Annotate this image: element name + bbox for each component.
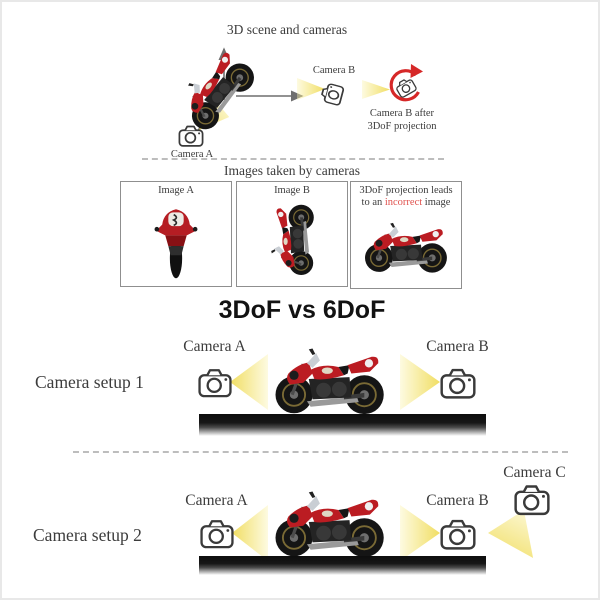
setup1-camera-b-cone (400, 354, 440, 410)
image-a-label: Image A (158, 185, 194, 196)
setup2-camera-a-icon (200, 519, 234, 549)
setup1-camera-b-icon (440, 368, 476, 399)
setup1-ground (199, 414, 486, 436)
rotation-arrow-icon (389, 64, 423, 102)
incorrect-word: incorrect (384, 197, 423, 208)
setup2-label: Camera setup 2 (33, 525, 142, 545)
setup2-ground (199, 556, 486, 575)
motorcycle-front-view (153, 205, 199, 281)
scene-title: 3D scene and cameras (226, 22, 348, 37)
setup1-camera-a-cone (230, 354, 268, 410)
dashed-divider-bottom (73, 451, 568, 453)
camera-b-after-label: Camera B after 3DoF projection (367, 108, 437, 132)
setup2-camera-c-icon (514, 484, 550, 516)
images-section-title: Images taken by cameras (223, 163, 361, 178)
setup2-camera-a-cone (232, 505, 268, 561)
setup1-label: Camera setup 1 (35, 372, 144, 392)
dashed-divider-top (142, 158, 444, 160)
camera-a-label: Camera A (170, 149, 214, 160)
incorrect-image-label: 3DoF projection leads to an incorrect im… (359, 185, 453, 208)
setup2-motorcycle (264, 485, 398, 559)
camera-a-icon (178, 125, 204, 147)
setup1-camera-a-label: Camera A (183, 338, 246, 355)
motorcycle-side-view-incorrect (356, 218, 458, 274)
image-b-box: Image B (236, 181, 348, 287)
setup2-camera-b-cone (400, 505, 440, 561)
image-b-label: Image B (274, 185, 310, 196)
incorrect-image-box: 3DoF projection leads to an incorrect im… (350, 181, 462, 289)
image-a-box: Image A (120, 181, 232, 287)
setup2-camera-a-label: Camera A (185, 492, 248, 509)
setup1-motorcycle (264, 342, 398, 416)
setup1-camera-b-label: Camera B (426, 338, 489, 355)
page-title: 3DoF vs 6DoF (218, 296, 386, 324)
setup2-camera-b-label: Camera B (426, 492, 489, 509)
setup2-camera-c-label: Camera C (503, 464, 566, 481)
setup1-camera-a-icon (198, 368, 232, 398)
motorcycle-vertical-view (267, 196, 315, 282)
camera-b-label: Camera B (312, 65, 356, 76)
setup2-camera-b-icon (440, 519, 476, 550)
camera-b-icon (319, 81, 346, 107)
